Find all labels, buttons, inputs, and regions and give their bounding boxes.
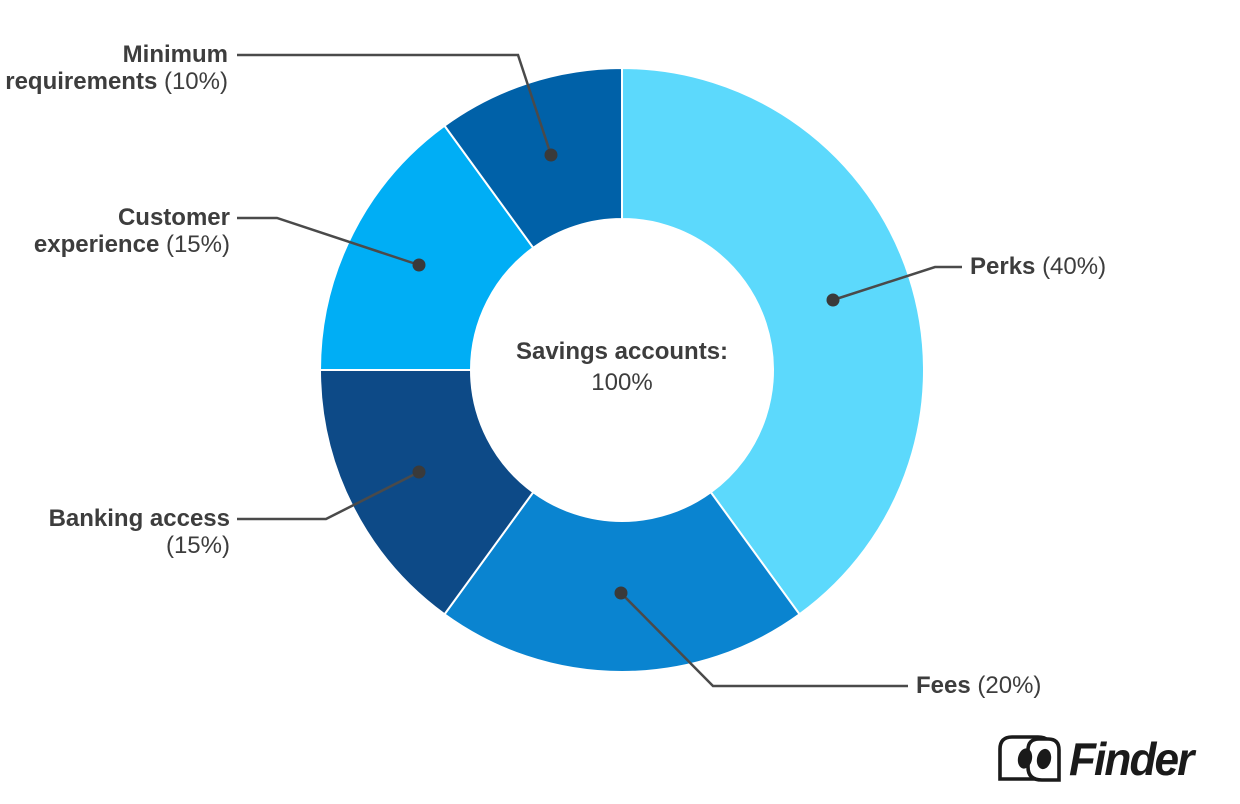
- leader-dot-banking-access: [412, 465, 426, 479]
- leader-line-banking-access: [237, 470, 420, 521]
- segment-label-customer-experience: Customer experience (15%): [33, 204, 230, 258]
- donut-center-label: Savings accounts: 100%: [515, 338, 729, 396]
- donut-segment-perks: [621, 66, 925, 616]
- leader-line-minimum-requirements: [237, 53, 553, 156]
- segment-label-fees: Fees (20%): [916, 672, 1042, 699]
- segment-label-minimum-requirements: Minimum requirements (10%): [5, 41, 228, 95]
- leader-line-customer-experience: [237, 216, 420, 267]
- donut-segment-customer-experience: [318, 124, 535, 371]
- segment-label-perks: Perks (40%): [970, 253, 1107, 280]
- donut-segment-banking-access: [318, 369, 535, 616]
- leader-dot-fees: [614, 586, 628, 600]
- leader-dot-minimum-requirements: [544, 148, 558, 162]
- leader-dot-perks: [826, 293, 840, 307]
- finder-eyes-icon: [998, 735, 1061, 782]
- donut-segment-fees: [443, 490, 801, 673]
- leader-dot-customer-experience: [412, 258, 426, 272]
- finder-logo: Finder: [997, 733, 1198, 785]
- segment-label-banking-access: Banking access (15%): [48, 505, 230, 559]
- leader-line-perks: [832, 265, 962, 302]
- donut-segment-minimum-requirements: [443, 66, 623, 250]
- leader-line-fees: [620, 592, 908, 688]
- finder-logo-text: Finder: [1069, 733, 1194, 785]
